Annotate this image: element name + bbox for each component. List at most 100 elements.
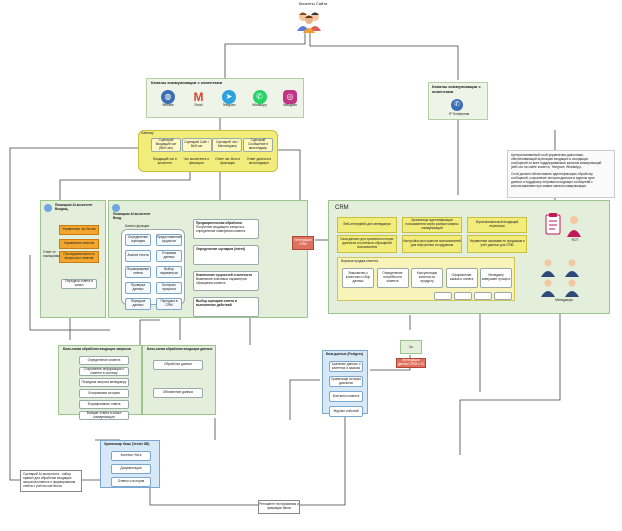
store-item[interactable]: Ответы и история bbox=[111, 477, 151, 487]
proc1-item[interactable]: Определение клиента bbox=[79, 356, 129, 365]
channels-panel: Каналы коммуникации с клиентами ◍ Websit… bbox=[146, 78, 304, 118]
ai2-card-title: Извлечение сущностей и контекста bbox=[196, 273, 252, 277]
store-item[interactable]: Контекст бота bbox=[111, 451, 151, 461]
clients-title: Клиенты Сайта bbox=[298, 1, 328, 6]
description-line: Слой должен обеспечивать идентификацию о… bbox=[511, 172, 593, 177]
db-item[interactable]: Контакты клиента bbox=[329, 391, 363, 402]
vector-store-panel: Хранилище базы (Vector DB) Контекст бота… bbox=[100, 440, 160, 488]
ai2-card-title: Выбор сценария ответа и выполнение дейст… bbox=[196, 299, 237, 307]
ai1-title: Помощник AI ассистент Входящ. bbox=[55, 203, 93, 211]
onec-box[interactable]: 1с bbox=[400, 340, 422, 354]
db-title: База данных (Postgres) bbox=[326, 352, 364, 356]
funnel-stage[interactable]: Консультация клиента по продукту bbox=[411, 268, 443, 288]
ai2-function[interactable]: Проверка данных bbox=[125, 282, 151, 294]
ai1-step[interactable]: Последовательность вопросов и ответов bbox=[59, 251, 99, 263]
proc2-item[interactable]: Обновление данных bbox=[153, 388, 203, 398]
proc1-item[interactable]: Формирование ответа bbox=[79, 400, 129, 409]
manager-icon bbox=[541, 259, 555, 277]
gateway-item[interactable]: Сценарий Входящий чат (Веб-чат) bbox=[151, 138, 181, 152]
description-text: Централизованный слой управления диалога… bbox=[511, 153, 611, 189]
channel-label: Telegram bbox=[222, 103, 236, 107]
channel-label: Website bbox=[162, 103, 174, 107]
db-item[interactable]: Журнал событий bbox=[329, 406, 363, 417]
ai1-step[interactable]: Управление чат ботом bbox=[59, 225, 99, 235]
manager-icon bbox=[541, 279, 555, 297]
funnel-stage[interactable]: Знакомство с клиентом и сбор данных bbox=[342, 268, 374, 288]
ai1-step[interactable]: Управление ответом bbox=[59, 239, 99, 249]
proc1-item[interactable]: Логирование истории bbox=[79, 389, 129, 398]
description-note: Централизованный слой управления диалога… bbox=[507, 150, 615, 198]
channel-instagram[interactable]: ◎ Instagram bbox=[277, 90, 303, 116]
description-line: сообщений из всех поддерживаемых каналов… bbox=[511, 160, 602, 165]
crm-title: CRM bbox=[335, 205, 349, 211]
crm-feature[interactable]: Мультиканальный входящий переписки bbox=[467, 217, 527, 233]
ai2-sub: Бизнес-функции bbox=[125, 224, 150, 228]
ai2-card-body: Выявление ключевых параметров обращения … bbox=[196, 276, 247, 285]
instagram-icon: ◎ bbox=[283, 90, 297, 104]
gateway-label: Gateway bbox=[141, 131, 154, 135]
ai2-card[interactable]: Определение сценария (intent) bbox=[193, 245, 259, 265]
channel-telegram[interactable]: ➤ Telegram bbox=[216, 90, 242, 116]
ai2-function[interactable]: Передача данных bbox=[125, 298, 151, 310]
crm-feature[interactable]: Настройка пространств пользователей для … bbox=[402, 235, 462, 253]
clients-group-icon bbox=[294, 9, 324, 33]
ai2-function[interactable]: Анализ текста bbox=[125, 250, 151, 262]
channel-website[interactable]: ◍ Website bbox=[155, 90, 181, 116]
channels-title: Каналы коммуникации с клиентами bbox=[151, 80, 223, 85]
person-icon bbox=[567, 215, 581, 237]
gateway-item[interactable]: Сценарий Сообщение в мессенджер bbox=[242, 138, 273, 152]
ai2-function[interactable]: Выбор параметров bbox=[156, 266, 182, 278]
gateway-sub: Ответ чат-бота и фиксация bbox=[215, 157, 241, 165]
crm-feature[interactable]: Управление заказами по продажам и учёт д… bbox=[467, 235, 527, 253]
gateway-sub: Ответ диалога в мессенджере bbox=[246, 157, 272, 165]
proc1-item[interactable]: Возврат ответа в канал коммуникации bbox=[79, 411, 129, 420]
db-item[interactable]: Хранилище истории диалогов bbox=[329, 376, 363, 387]
channel-email[interactable]: M Email bbox=[186, 90, 212, 116]
proc1-item[interactable]: Передача запроса менеджеру bbox=[79, 378, 129, 387]
whatsapp-icon: ✆ bbox=[252, 90, 267, 104]
ai1-output[interactable]: Передача ответа в канал bbox=[61, 279, 97, 289]
funnel-slot bbox=[434, 292, 452, 300]
proc1-item[interactable]: Сохранение информации о клиенте в систем… bbox=[79, 367, 129, 376]
channel-label: WhatsApp bbox=[252, 103, 267, 107]
description-line: (веб-чат на сайте клиента, Telegram, Wha… bbox=[511, 164, 582, 169]
funnel-stage[interactable]: Определение потребности клиента bbox=[376, 268, 409, 288]
crm-feature[interactable]: Веб-интерфейс для менеджера bbox=[337, 217, 397, 233]
ai2-function[interactable]: Передача в CRM bbox=[156, 298, 182, 310]
gateway-item[interactable]: Сценарий Сайт / Веб-чат bbox=[181, 138, 212, 152]
funnel-title: Воронка продаж клиента bbox=[341, 259, 378, 263]
crm-feature[interactable]: База данных для хранения истории диалого… bbox=[337, 235, 397, 253]
funnel-slot bbox=[494, 292, 512, 300]
ai2-function[interactable]: Отправка данных bbox=[156, 250, 182, 262]
store-item[interactable]: Документация bbox=[111, 464, 151, 474]
proc1-title: Блок-схема обработки входящих запросов bbox=[63, 347, 131, 351]
manager-icon bbox=[565, 259, 579, 277]
bot-icon bbox=[112, 204, 120, 212]
gateway-panel: Gateway Сценарий Входящий чат (Веб-чат) … bbox=[138, 130, 278, 172]
channel-whatsapp[interactable]: ✆ WhatsApp bbox=[247, 90, 273, 116]
ai2-card-title: Предварительная обработка bbox=[196, 221, 242, 225]
channel-label: Instagram bbox=[282, 103, 298, 107]
ai2-function[interactable]: Определение сценария bbox=[125, 234, 151, 246]
crm-feature[interactable]: Хранилище идентификации пользователя чер… bbox=[402, 217, 462, 233]
database-panel: База данных (Postgres) Хранение данных о… bbox=[322, 350, 368, 417]
ai2-function[interactable]: Формирование ответа bbox=[125, 266, 151, 278]
description-line: сообщений, сохранение истории диалога в … bbox=[511, 176, 595, 181]
ai2-function[interactable]: Контроль процесса bbox=[156, 282, 182, 294]
funnel-stage[interactable]: Оформление заказа и оплата bbox=[445, 268, 478, 288]
funnel-slot bbox=[474, 292, 492, 300]
ip-title: Каналы коммуникации с клиентами bbox=[432, 84, 481, 94]
ai2-card[interactable]: Выбор сценария ответа и выполнение дейст… bbox=[193, 297, 259, 317]
proc2-item[interactable]: Обработка данных bbox=[153, 360, 203, 370]
crm-integration-badge[interactable]: Интеграция CRM bbox=[292, 236, 314, 250]
gateway-sub: Входящий чат в ассистент bbox=[153, 157, 177, 165]
ip-telephony-panel: Каналы коммуникации с клиентами ✆ IP Тел… bbox=[428, 82, 488, 120]
gateway-item[interactable]: Сценарий Чат / Мессенджер bbox=[212, 138, 243, 152]
funnel-stage[interactable]: Менеджер завершает процесс bbox=[480, 268, 512, 288]
onec-integration[interactable]: Интеграция данных CRM с 1С bbox=[396, 358, 426, 368]
gmail-icon: M bbox=[193, 90, 204, 104]
ai2-function[interactable]: Предоставление сущности bbox=[156, 234, 182, 246]
db-item[interactable]: Хранение данных о клиентах и заказах bbox=[329, 361, 363, 372]
